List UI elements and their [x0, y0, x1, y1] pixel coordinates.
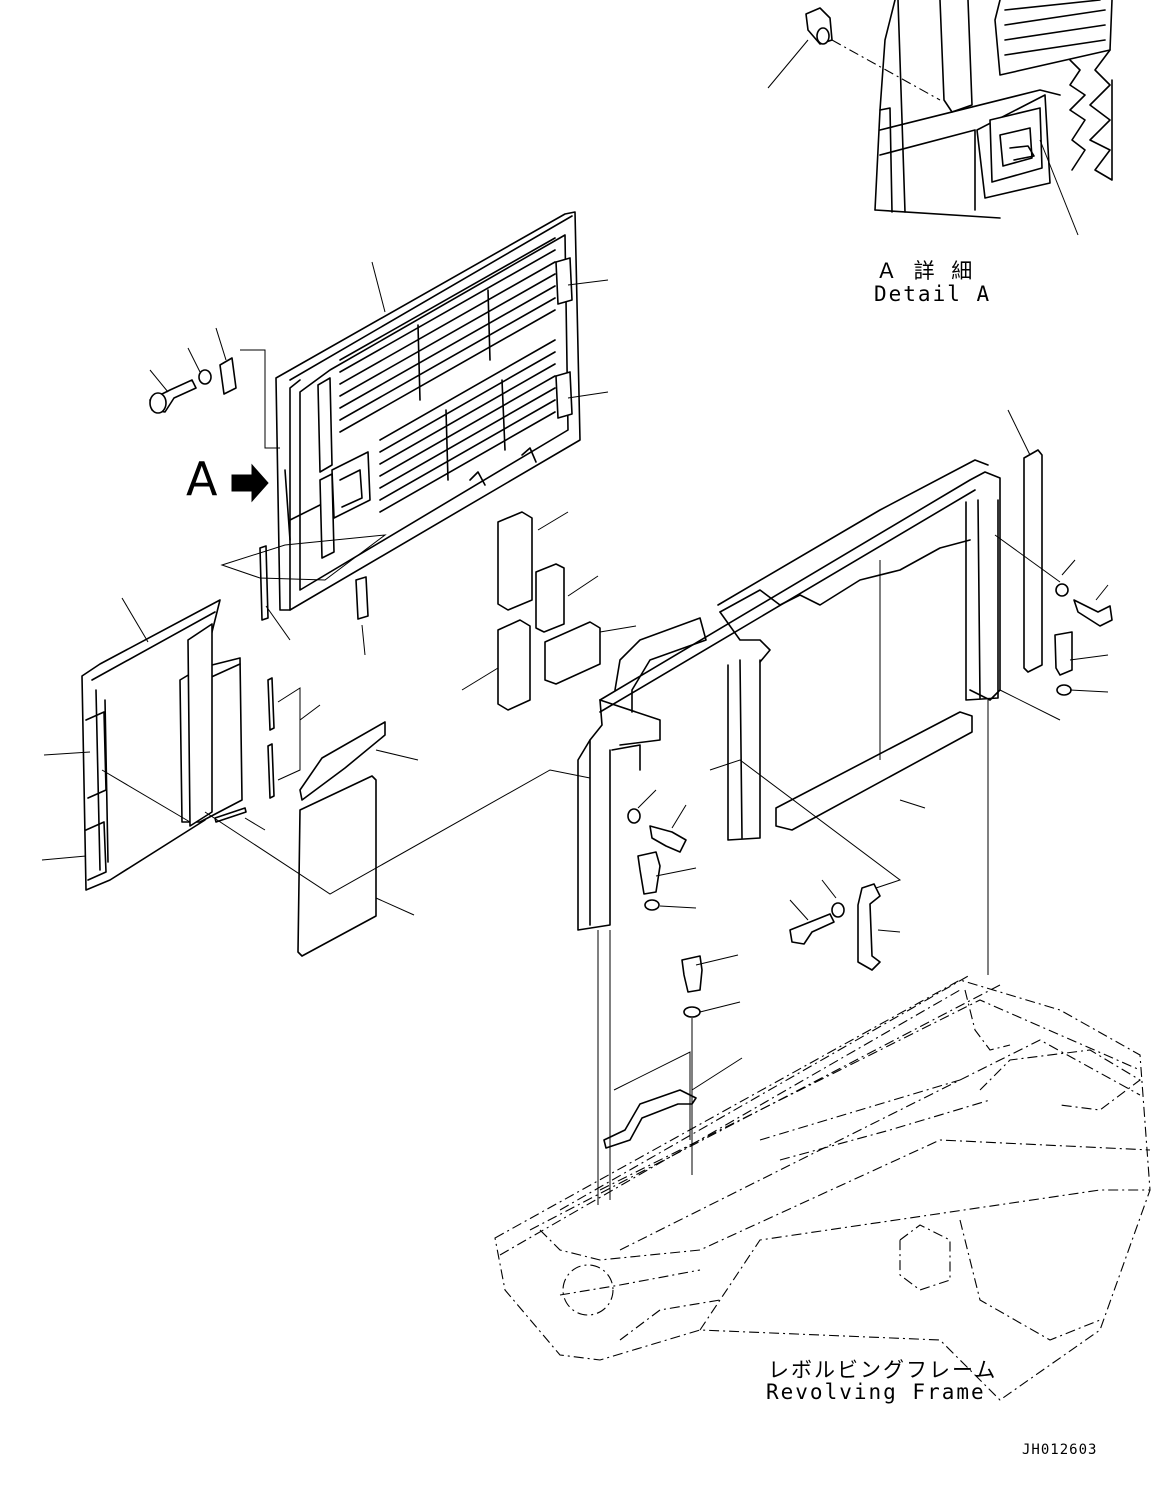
- handle-group-lower: [604, 955, 742, 1148]
- bolt-washer-group-left: [150, 328, 280, 448]
- strip-upper: [268, 678, 274, 730]
- vertical-rail: [1024, 450, 1042, 672]
- side-cover: [42, 598, 242, 890]
- bolt-group-mid: [628, 790, 696, 910]
- revolving-frame-label-jp: レボルビングフレーム: [768, 1358, 998, 1382]
- strip-base: [215, 808, 246, 822]
- seal-pad-top: [300, 722, 385, 800]
- foam-blocks: [462, 512, 636, 710]
- small-spacer: [356, 577, 368, 619]
- view-arrow-icon: [232, 465, 268, 501]
- strip-lower: [268, 744, 274, 798]
- revolving-frame: [495, 975, 1150, 1400]
- view-marker-label: A: [186, 452, 218, 506]
- louver-slats: [340, 238, 555, 512]
- support-frame: [578, 460, 1000, 930]
- detail-a-label-jp: Ａ 詳 細: [876, 259, 975, 283]
- bolt-group-right: [1000, 560, 1112, 720]
- seal-strip: [260, 546, 268, 620]
- horizontal-seal-bar: [776, 712, 972, 830]
- detail-a-label-en: Detail A: [874, 282, 992, 306]
- grille-panel: [276, 212, 608, 610]
- revolving-frame-label-en: Revolving Frame: [766, 1380, 986, 1404]
- seal-pad-large: [298, 776, 376, 956]
- handle-group-right: [790, 880, 900, 970]
- detail-a-view: [768, 0, 1112, 235]
- drawing-number: JH012603: [1022, 1442, 1098, 1458]
